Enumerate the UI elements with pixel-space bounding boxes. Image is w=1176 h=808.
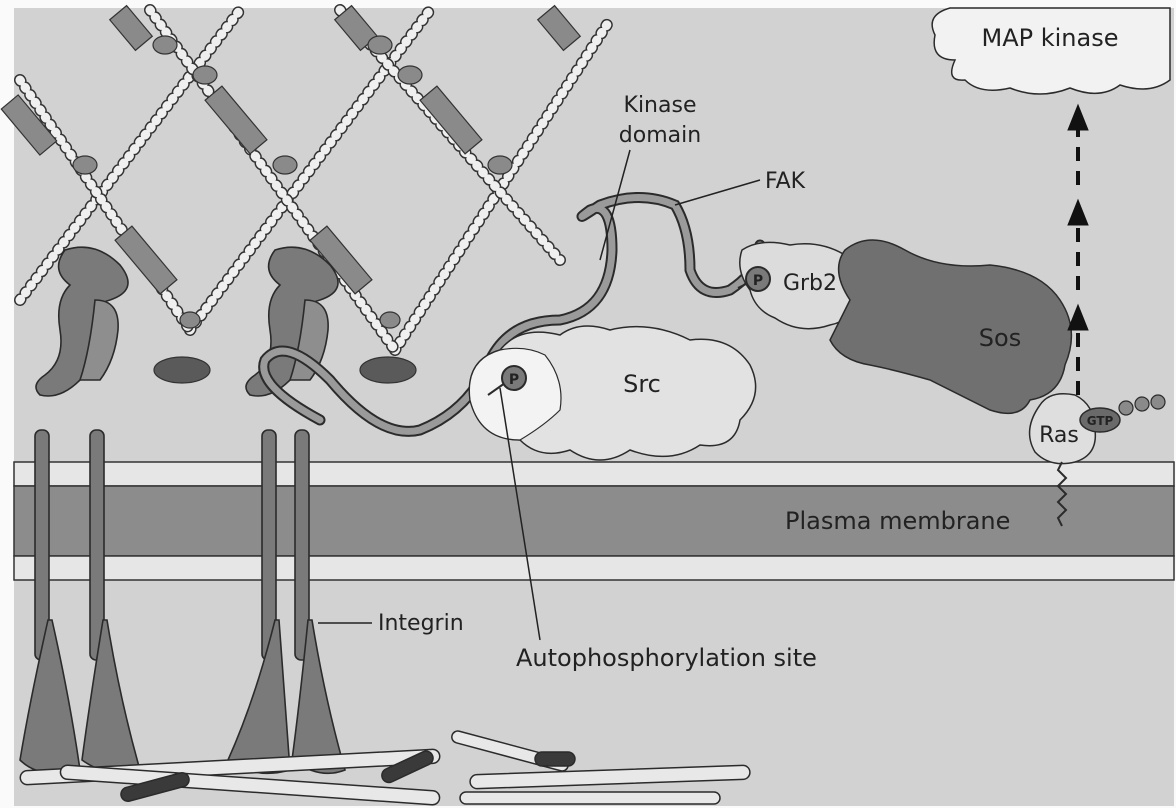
filament-node [488,156,512,174]
phospho-label: P [509,372,519,388]
sos-label: Sos [979,324,1021,352]
filament-node [73,156,97,174]
filament-node [193,66,217,84]
src-protein: Src [469,326,755,460]
integrin-label: Integrin [378,611,464,636]
filament-node [398,66,422,84]
ras-label: Ras [1039,423,1079,448]
filament-node [180,312,200,328]
map-kinase-cloud: MAP kinase [932,8,1170,94]
src-label: Src [623,370,661,398]
map-kinase-label: MAP kinase [982,24,1119,52]
gtp-label: GTP [1087,414,1114,428]
fak-label: FAK [765,169,806,194]
filament-node [273,156,297,174]
grb2-label: Grb2 [783,271,837,296]
kinase-domain-label-line1: Kinase [624,93,697,118]
filament-node [153,36,177,54]
filament-node [368,36,392,54]
anchor-oval [154,357,210,383]
autophosphorylation-label: Autophosphorylation site [516,644,817,672]
plasma-membrane-annotation: Plasma membrane [785,507,1010,535]
kinase-domain-label-line2: domain [619,123,701,148]
filament-node [380,312,400,328]
phospho-label: P [753,273,763,289]
anchor-oval [360,357,416,383]
plasma-membrane-label: Plasma membrane [785,507,1010,535]
